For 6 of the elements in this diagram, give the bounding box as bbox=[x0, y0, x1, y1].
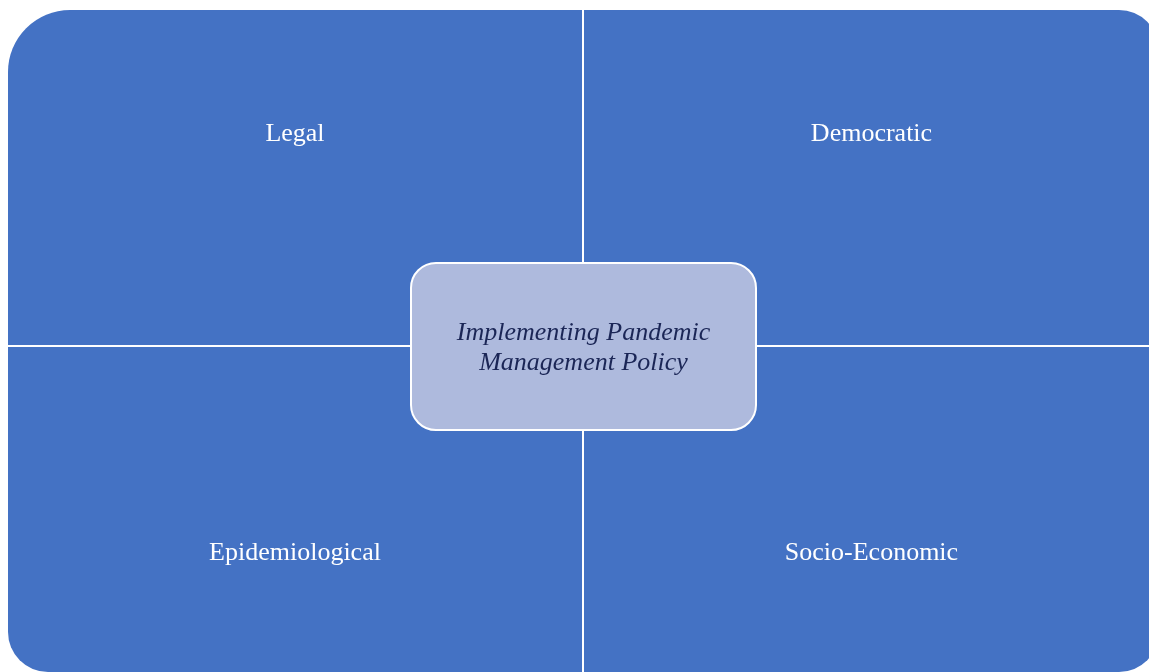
quadrant-label: Legal bbox=[264, 118, 326, 148]
center-box bbox=[410, 262, 757, 431]
quadrant-label: Socio-Economic bbox=[783, 537, 960, 567]
quadrant-label: Democratic bbox=[809, 118, 934, 148]
center-label: Implementing Pandemic Management Policy bbox=[455, 316, 712, 377]
quadrant-label: Epidemiological bbox=[208, 537, 382, 567]
